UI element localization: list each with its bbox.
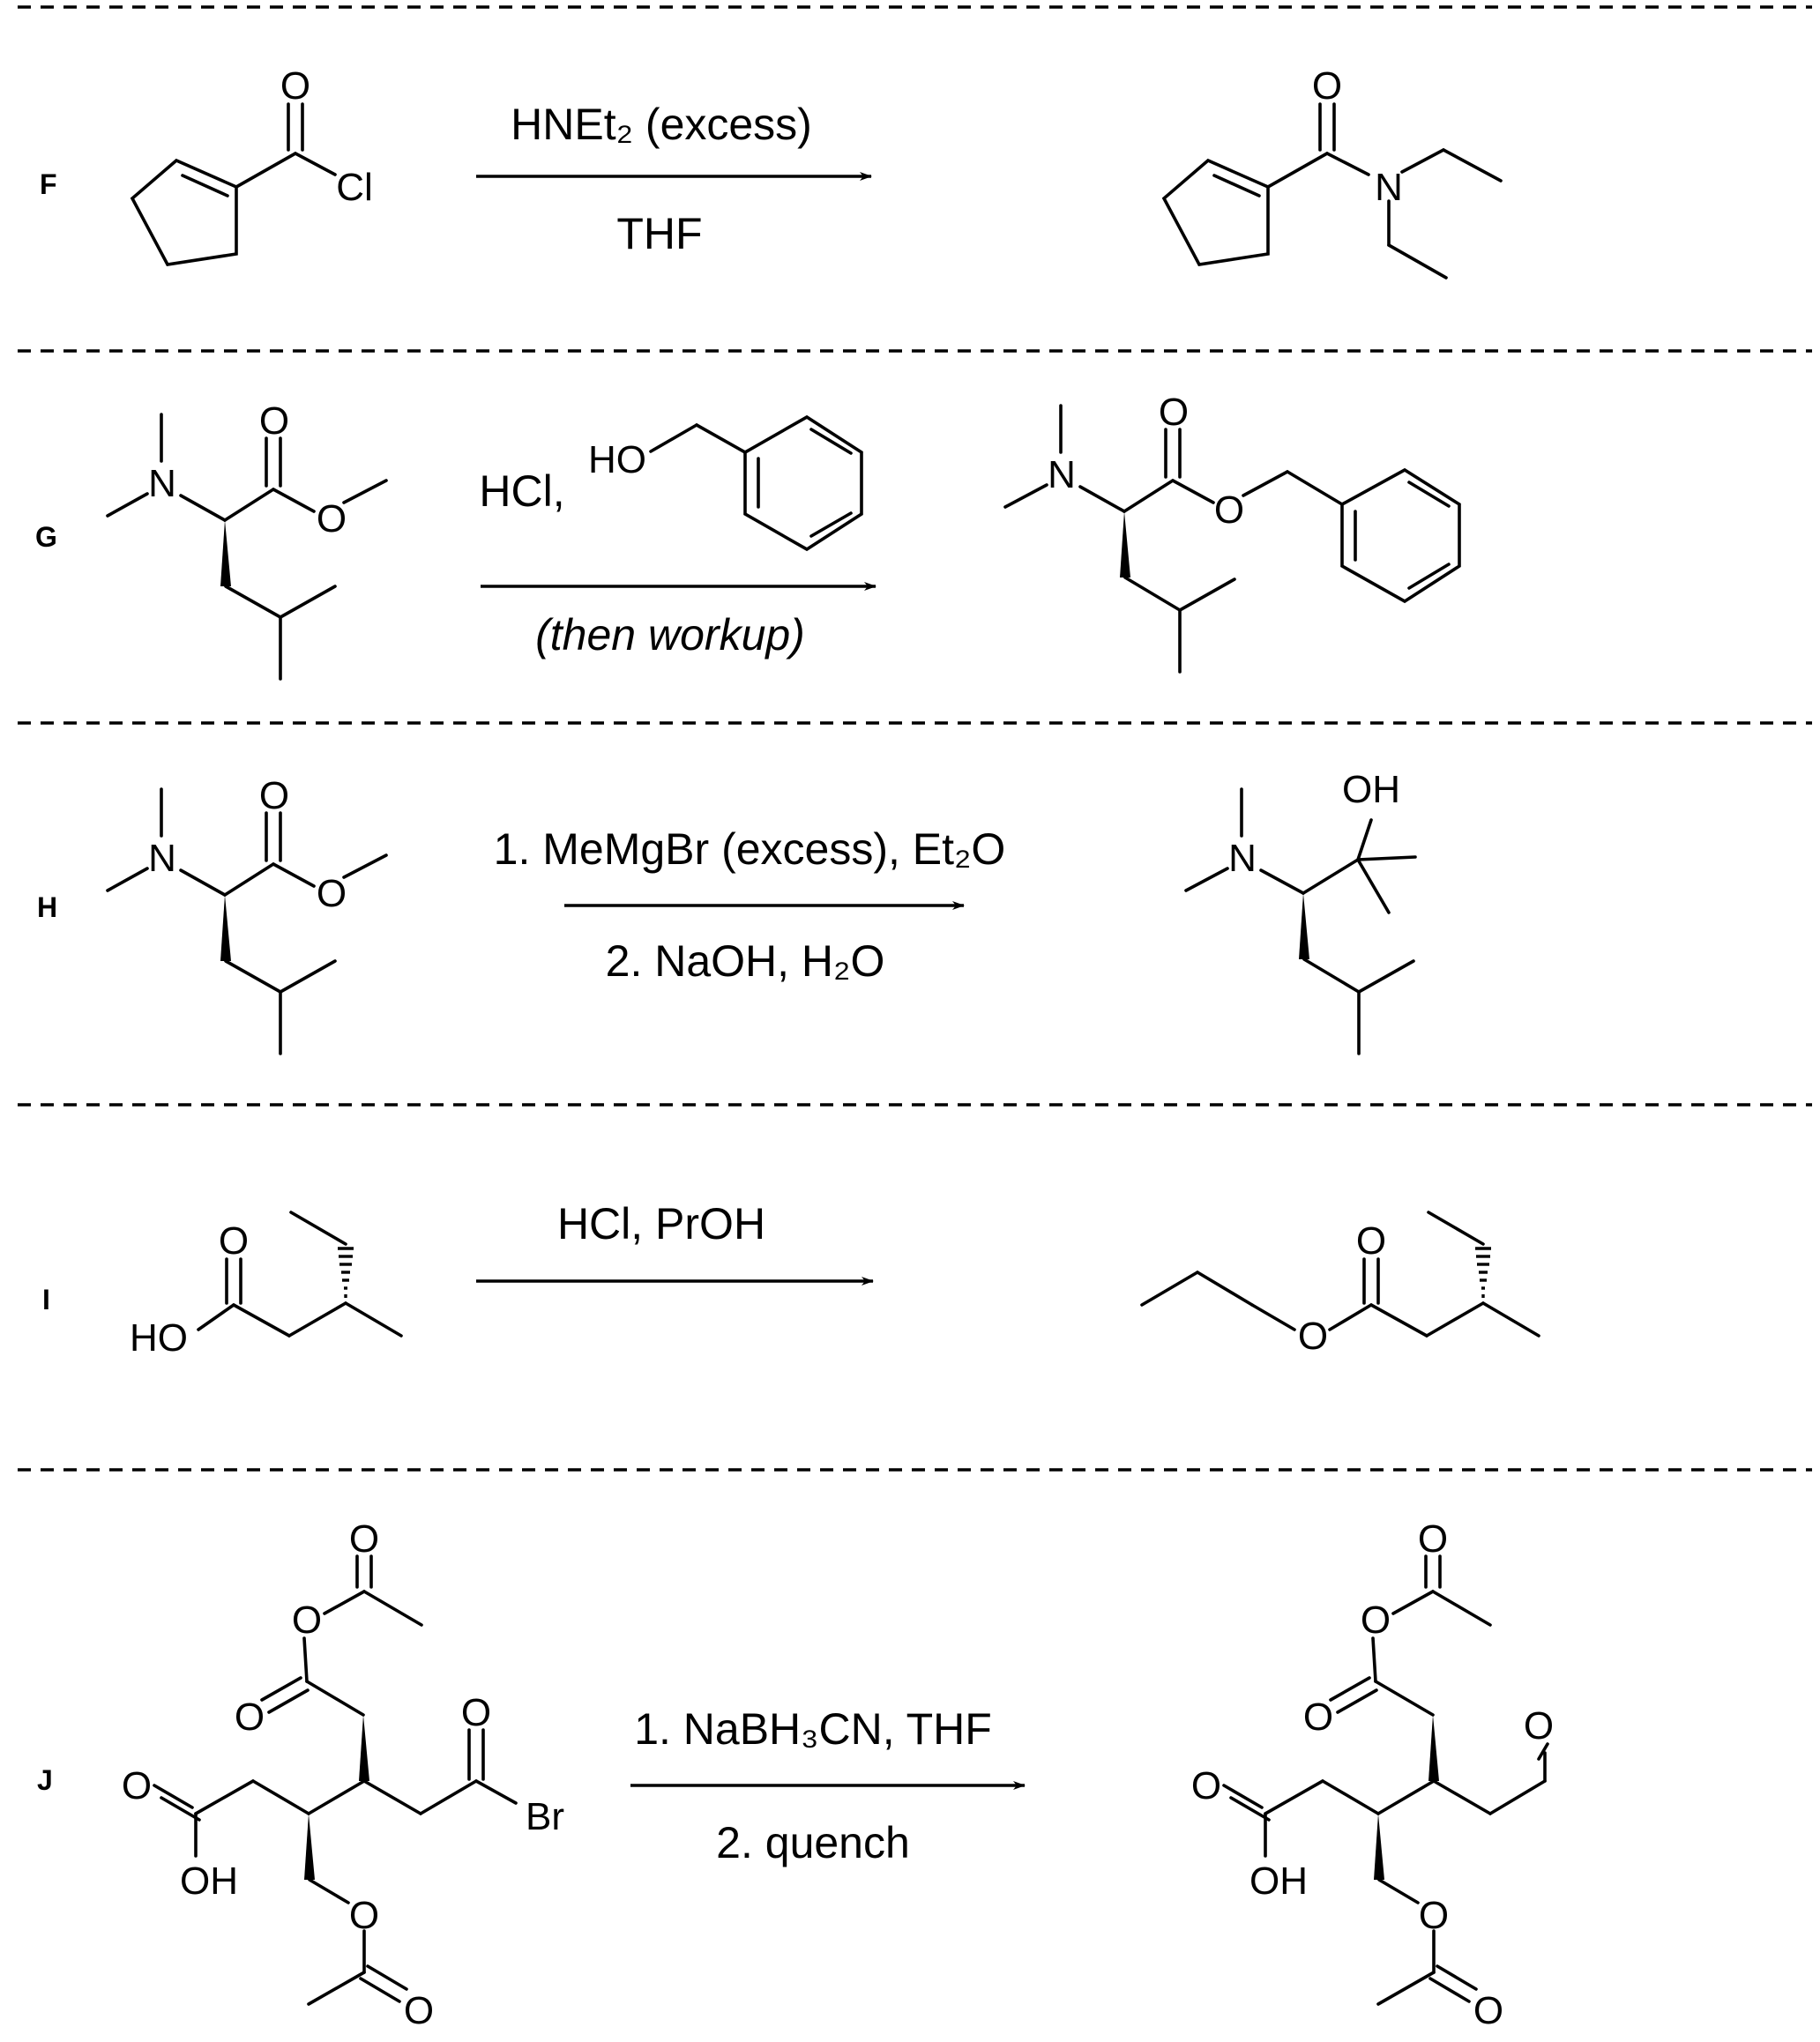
atom-n: N [148, 837, 176, 880]
reaction-g: G N O O HCl, HO [35, 391, 1461, 681]
atom-oh: OH [180, 1859, 238, 1903]
atom-o: O [280, 64, 310, 108]
reagent-line1-g: HCl, [479, 466, 564, 516]
reactant-g: N O O [106, 399, 388, 681]
atom-oh: OH [1249, 1859, 1308, 1903]
product-j: O O O O O OH O O [1191, 1517, 1554, 2032]
benzyl-alcohol-reagent: HO [588, 414, 863, 552]
reaction-label-i: I [42, 1284, 50, 1315]
reaction-label-g: G [35, 521, 57, 553]
atom-o: O [219, 1219, 249, 1263]
atom-o: O [1524, 1704, 1554, 1748]
product-i: O O [1140, 1211, 1540, 1358]
atom-o: O [349, 1894, 379, 1937]
atom-o: O [235, 1695, 265, 1739]
atom-cl: Cl [336, 166, 373, 209]
atom-n: N [148, 462, 176, 505]
reagent-line2-j: 2. quench [716, 1818, 910, 1867]
reactant-f: O Cl [130, 64, 373, 266]
atom-o: O [292, 1599, 322, 1642]
hashed-bond [1475, 1247, 1491, 1298]
atom-o: O [1361, 1599, 1391, 1642]
atom-o: O [259, 774, 289, 817]
reaction-label-j: J [37, 1764, 53, 1796]
product-h: N OH [1184, 768, 1417, 1055]
atom-br: Br [526, 1795, 564, 1838]
atom-oh: OH [1342, 768, 1400, 811]
atom-o: O [1214, 488, 1244, 532]
atom-n: N [1228, 837, 1257, 880]
atom-o: O [461, 1691, 491, 1734]
atom-o: O [349, 1517, 379, 1561]
dividers [18, 5, 1812, 1472]
atom-o: O [1419, 1894, 1449, 1937]
atom-o: O [404, 1989, 434, 2032]
atom-o: O [1312, 64, 1342, 108]
hashed-bond [338, 1247, 354, 1298]
atom-o: O [1191, 1764, 1221, 1807]
atom-o: O [259, 399, 289, 443]
atom-o: O [1159, 391, 1189, 434]
atom-o: O [317, 497, 347, 540]
reactant-h: N O O [106, 774, 388, 1055]
reaction-h: H N O O 1. MeMgBr (excess), Et₂O 2. NaOH… [37, 768, 1417, 1055]
atom-o: O [122, 1764, 152, 1807]
reagent-line2-f: THF [616, 209, 702, 258]
atom-o: O [1473, 1989, 1503, 2032]
atom-o: O [317, 872, 347, 915]
reagent-line2-g: (then workup) [535, 610, 805, 660]
reagent-line2-h: 2. NaOH, H₂O [606, 936, 885, 986]
atom-ho: HO [130, 1316, 188, 1360]
reaction-label-f: F [40, 168, 57, 200]
atom-o: O [1356, 1219, 1386, 1263]
reagent-line1-i: HCl, PrOH [557, 1199, 765, 1248]
reagent-line1-j: 1. NaBH₃CN, THF [634, 1704, 992, 1754]
reaction-label-h: H [37, 891, 57, 923]
atom-ho: HO [588, 438, 646, 481]
reagent-line1-f: HNEt₂ (excess) [511, 100, 812, 149]
atom-o: O [1418, 1517, 1448, 1561]
atom-o: O [1298, 1315, 1328, 1358]
product-g: N O O [1003, 391, 1461, 674]
reactant-j: O O O O Br O OH O O [122, 1517, 564, 2032]
atom-n: N [1048, 453, 1076, 496]
reagent-line1-h: 1. MeMgBr (excess), Et₂O [494, 824, 1006, 874]
reaction-i: I HO O HCl, PrOH [42, 1199, 1540, 1360]
reactant-i: HO O [130, 1211, 403, 1360]
atom-o: O [1303, 1695, 1333, 1739]
product-f: O N [1161, 64, 1503, 279]
atom-n: N [1375, 166, 1403, 209]
reaction-f: F O Cl HNEt₂ (excess) THF [40, 64, 1503, 279]
reaction-j: J [37, 1517, 1554, 2032]
